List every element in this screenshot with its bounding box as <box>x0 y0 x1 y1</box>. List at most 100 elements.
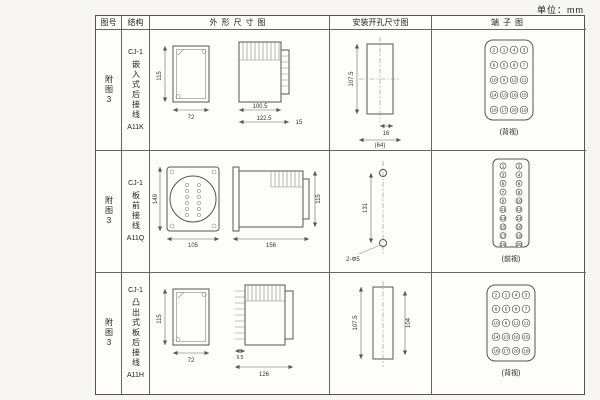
figure-label: 附图3 <box>104 317 114 349</box>
terminal-number: 12 <box>513 321 519 326</box>
terminal-circle <box>515 224 523 231</box>
terminal-circle <box>515 189 523 196</box>
terminal-circle <box>489 76 499 85</box>
mounting-drawing-a11k: 107.5 16 (64) <box>349 37 401 149</box>
terminal-number: 11 <box>501 208 506 213</box>
row3-mounting-cell: 107.5 104 <box>330 272 432 394</box>
header-mounting-holes: 安装开孔尺寸图 <box>330 16 432 30</box>
terminal-number: 9 <box>502 199 505 204</box>
terminal-number: 7 <box>523 63 526 68</box>
terminal-circle <box>491 333 501 342</box>
terminal-number: 13 <box>503 335 509 340</box>
terminal-number: 3 <box>502 173 505 178</box>
terminal-number: 20 <box>511 108 517 113</box>
model-label: CJ-1 <box>128 287 143 295</box>
dim-total-depth: 122.5 <box>256 116 272 122</box>
terminal-number: 11 <box>522 78 527 83</box>
dim-mount-height2: 104 <box>406 318 412 329</box>
terminal-circle <box>515 232 523 240</box>
model-label: CJ-1 <box>128 49 143 57</box>
structure-label: 板前接线 <box>131 191 141 232</box>
row3-outline-cell: 115 72 9.5 126 <box>150 272 330 394</box>
terminal-circle <box>491 291 501 300</box>
terminal-number: 12 <box>511 78 517 83</box>
dim-front-height: 115 <box>157 314 163 324</box>
terminal-circle <box>501 305 511 314</box>
dim-cutout-height: 107.5 <box>349 71 355 87</box>
header-outline-dimensions: 外形尺寸图 <box>150 16 330 30</box>
terminal-circle <box>499 197 507 205</box>
header-structure: 结构 <box>122 16 150 30</box>
dim-front-width: 72 <box>187 358 194 364</box>
mounting-drawing-a11h: 107.5 104 <box>353 281 412 368</box>
terminal-number: 13 <box>500 216 506 221</box>
terminal-circle <box>509 76 519 85</box>
terminal-circle <box>499 106 509 115</box>
row3-structure-cell: CJ-1 凸出式板后接线 A11H <box>122 272 150 394</box>
terminal-caption: (背视) <box>502 368 521 377</box>
row1-structure-cell: CJ-1 嵌入式后接线 A11K <box>122 30 150 152</box>
terminal-number: 19 <box>523 349 529 354</box>
terminal-circle <box>501 291 511 300</box>
terminal-number: 15 <box>500 225 506 230</box>
terminal-number: 7 <box>525 307 528 312</box>
terminal-circle <box>521 291 531 300</box>
structure-label: 嵌入式后接线 <box>131 60 141 121</box>
terminal-circle <box>509 91 519 100</box>
terminal-number: 4 <box>513 48 516 53</box>
terminal-circle <box>519 106 529 115</box>
terminal-circle <box>501 333 511 342</box>
terminal-number: 5 <box>505 307 508 312</box>
terminal-circle <box>499 180 507 188</box>
terminal-circle <box>521 319 531 328</box>
terminal-caption: (背视) <box>500 127 519 136</box>
terminal-circle <box>509 46 519 55</box>
terminal-number: 17 <box>503 349 509 354</box>
terminal-number: 17 <box>501 108 507 113</box>
outline-drawing-a11h: 115 72 9.5 126 <box>157 284 293 378</box>
terminal-number: 13 <box>501 93 507 98</box>
terminal-circle <box>515 241 523 249</box>
dim-front-height: 149 <box>153 194 159 205</box>
terminal-circle <box>519 91 529 100</box>
terminal-circle <box>511 333 521 342</box>
row3-figure-cell: 附图3 <box>96 272 122 394</box>
terminal-circle <box>511 291 521 300</box>
dim-flange: 15 <box>295 120 302 126</box>
terminal-circle <box>499 163 507 170</box>
terminal-circle <box>499 91 509 100</box>
terminal-number: 14 <box>493 335 499 340</box>
terminal-number: 6 <box>493 63 496 68</box>
row1-figure-cell: 附图3 <box>96 30 122 152</box>
terminal-number: 6 <box>518 182 521 187</box>
terminal-circle <box>499 241 507 249</box>
terminal-circle <box>499 189 507 196</box>
terminal-circle <box>489 91 499 100</box>
terminal-number: 12 <box>516 208 522 213</box>
terminal-number: 14 <box>491 93 497 98</box>
terminal-number: 18 <box>516 234 522 239</box>
row2-figure-cell: 附图3 <box>96 151 122 273</box>
terminal-number: 16 <box>513 335 519 340</box>
dim-cutout-width1: 16 <box>382 131 389 137</box>
terminal-circle <box>499 232 507 240</box>
terminal-number: 9 <box>505 321 508 326</box>
dim-total-depth: 156 <box>265 243 276 249</box>
terminal-number: 18 <box>491 108 497 113</box>
terminal-circle <box>521 333 531 342</box>
terminal-number: 5 <box>503 63 506 68</box>
terminal-circle <box>489 46 499 55</box>
terminal-number: 8 <box>515 307 518 312</box>
terminal-number: 17 <box>500 234 506 239</box>
terminal-circle <box>489 61 499 70</box>
terminal-circle <box>499 206 507 214</box>
dim-front-height: 115 <box>157 71 163 81</box>
terminal-circle <box>515 215 523 223</box>
dim-total-depth: 126 <box>258 372 269 378</box>
terminal-number: 16 <box>516 225 522 230</box>
terminal-circle <box>519 76 529 85</box>
